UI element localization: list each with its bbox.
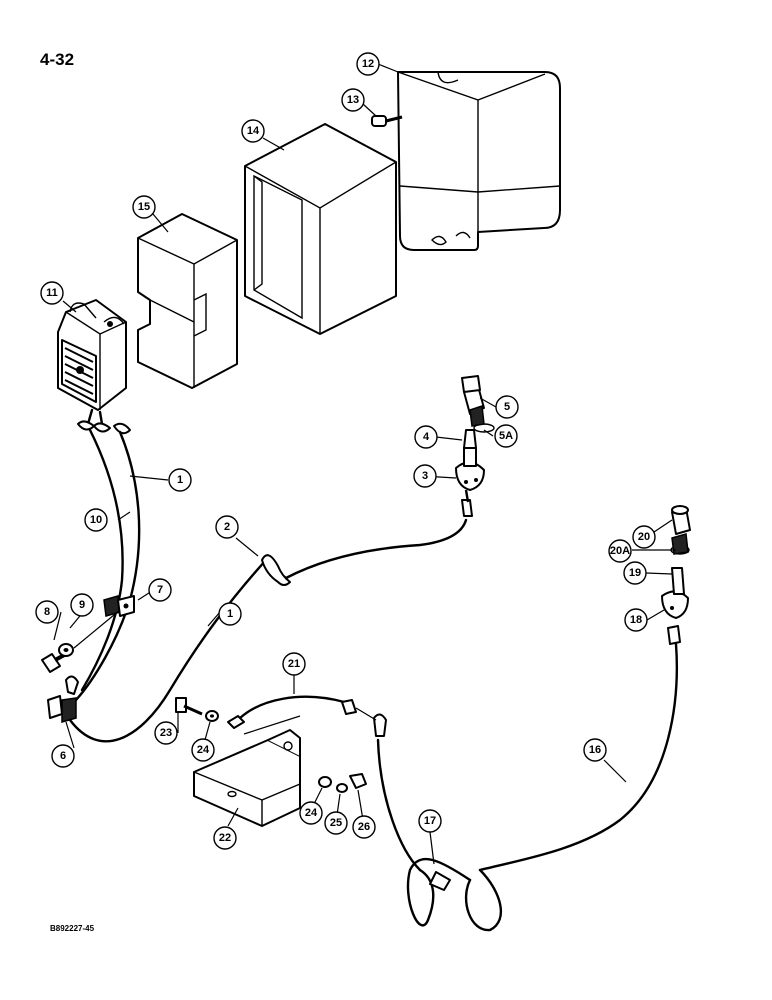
svg-text:24: 24 xyxy=(197,744,210,756)
callout-13: 13 xyxy=(341,88,365,112)
callout-1-upper: 1 xyxy=(168,468,192,492)
callout-14: 14 xyxy=(241,119,265,143)
svg-text:12: 12 xyxy=(362,58,374,70)
callout-20: 20 xyxy=(632,525,656,549)
callout-18: 18 xyxy=(624,608,648,632)
callout-2: 2 xyxy=(215,515,239,539)
wire-harness-alarm xyxy=(68,428,468,743)
callout-11: 11 xyxy=(40,281,64,305)
svg-text:2: 2 xyxy=(224,521,230,533)
callout-25: 25 xyxy=(324,811,348,835)
callout-12: 12 xyxy=(356,52,380,76)
callout-10: 10 xyxy=(84,508,108,532)
callout-20a: 20A xyxy=(608,539,632,563)
svg-text:1: 1 xyxy=(227,608,233,620)
part-9-washer xyxy=(58,643,74,657)
svg-text:7: 7 xyxy=(157,584,163,596)
part-15-foam-insert xyxy=(137,213,238,389)
callout-26: 26 xyxy=(352,815,376,839)
part-25-lockwasher xyxy=(336,783,348,793)
svg-text:21: 21 xyxy=(288,658,300,670)
part-23-bolt xyxy=(175,697,203,716)
svg-text:8: 8 xyxy=(44,606,50,618)
svg-text:16: 16 xyxy=(589,744,601,756)
page-number: 4-32 xyxy=(40,50,75,69)
wire-16-harness xyxy=(373,642,678,932)
part-14-sleeve xyxy=(244,123,397,335)
svg-text:14: 14 xyxy=(247,125,260,137)
leader-lines xyxy=(53,63,676,865)
part-2-wire-clip xyxy=(261,554,291,586)
svg-text:20A: 20A xyxy=(610,545,630,557)
svg-text:22: 22 xyxy=(219,832,231,844)
part-7-clip xyxy=(103,595,135,617)
svg-text:5: 5 xyxy=(504,401,510,413)
svg-text:17: 17 xyxy=(424,815,436,827)
svg-text:6: 6 xyxy=(60,750,66,762)
callout-9: 9 xyxy=(70,593,94,617)
svg-text:9: 9 xyxy=(79,599,85,611)
callout-6: 6 xyxy=(51,744,75,768)
part-24-washer-upper xyxy=(205,710,219,722)
svg-text:3: 3 xyxy=(422,470,428,482)
callout-24-upper: 24 xyxy=(191,738,215,762)
part-22-bracket xyxy=(193,729,301,827)
part-12-cover xyxy=(397,71,561,251)
svg-text:10: 10 xyxy=(90,514,102,526)
svg-text:1: 1 xyxy=(177,474,183,486)
callout-17: 17 xyxy=(418,809,442,833)
callout-7: 7 xyxy=(148,578,172,602)
callout-24-lower: 24 xyxy=(299,801,323,825)
callout-21: 21 xyxy=(282,652,306,676)
callout-16: 16 xyxy=(583,738,607,762)
svg-text:26: 26 xyxy=(358,821,370,833)
part-26-nut xyxy=(349,773,367,789)
svg-text:25: 25 xyxy=(330,817,342,829)
switch-assembly-lower xyxy=(661,505,691,645)
callout-22: 22 xyxy=(213,826,237,850)
svg-text:19: 19 xyxy=(629,567,641,579)
svg-text:15: 15 xyxy=(138,201,150,213)
callout-23: 23 xyxy=(154,721,178,745)
svg-text:20: 20 xyxy=(638,531,650,543)
svg-text:13: 13 xyxy=(347,94,359,106)
svg-text:4: 4 xyxy=(423,431,430,443)
part-24-washer-lower xyxy=(318,776,332,788)
callout-5: 5 xyxy=(495,395,519,419)
callout-5a: 5A xyxy=(494,424,518,448)
svg-text:18: 18 xyxy=(630,614,642,626)
svg-text:23: 23 xyxy=(160,727,172,739)
part-21-wire xyxy=(227,695,357,735)
part-11-backup-alarm xyxy=(57,299,131,435)
callout-3: 3 xyxy=(413,464,437,488)
callout-15: 15 xyxy=(132,195,156,219)
part-6-clip xyxy=(47,675,79,723)
switch-assembly-upper xyxy=(455,375,495,517)
svg-text:11: 11 xyxy=(46,287,58,299)
callout-8: 8 xyxy=(35,600,59,624)
callout-4: 4 xyxy=(414,425,438,449)
svg-text:5A: 5A xyxy=(499,430,513,442)
callout-19: 19 xyxy=(623,561,647,585)
callout-1-lower: 1 xyxy=(218,602,242,626)
figure-code: B892227-45 xyxy=(50,924,95,933)
part-13-screw xyxy=(371,115,403,127)
svg-text:24: 24 xyxy=(305,807,318,819)
